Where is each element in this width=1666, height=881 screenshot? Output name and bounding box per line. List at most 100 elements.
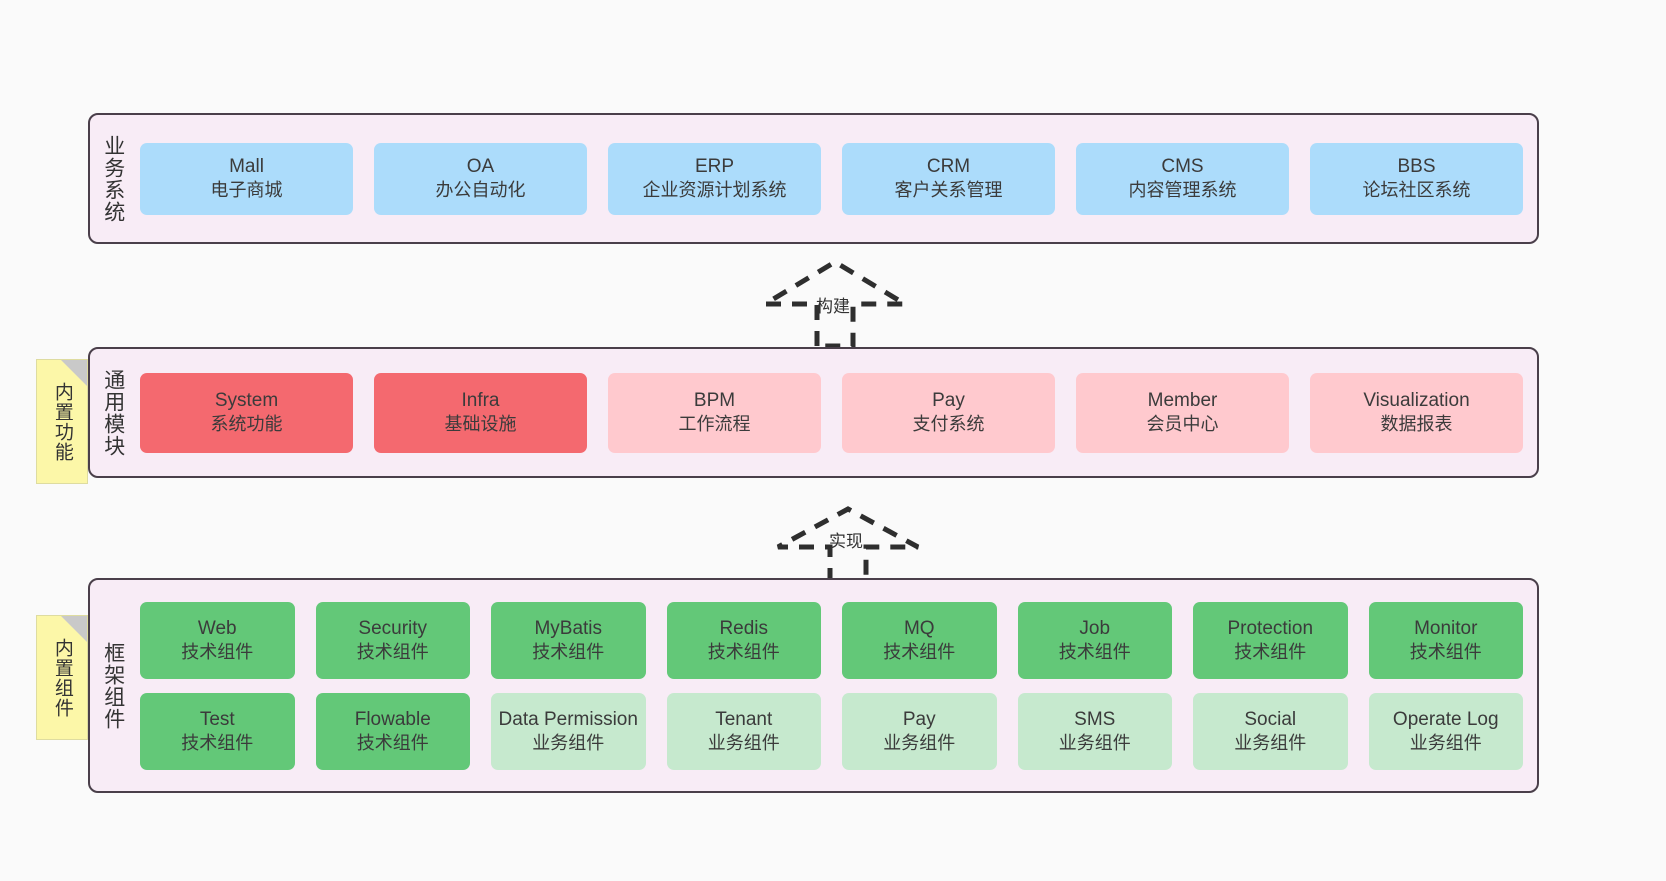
- node-bpm-title: BPM: [693, 390, 736, 412]
- node-mq[interactable]: MQ 技术组件: [842, 601, 997, 679]
- node-member-subtitle: 会员中心: [1146, 414, 1219, 435]
- node-bpm[interactable]: BPM 工作流程: [608, 372, 821, 453]
- note-builtin-functions: 内置功能: [36, 359, 88, 484]
- node-operate-log-subtitle: 业务组件: [1409, 732, 1482, 753]
- node-mall[interactable]: Mall 电子商城: [140, 142, 353, 215]
- node-system-title: System: [214, 390, 279, 412]
- note-builtin-functions-label: 内置功能: [51, 381, 73, 462]
- node-flowable-title: Flowable: [354, 708, 431, 730]
- node-member[interactable]: Member 会员中心: [1076, 372, 1289, 453]
- node-visualization[interactable]: Visualization 数据报表: [1310, 372, 1523, 453]
- node-sms[interactable]: SMS 业务组件: [1017, 692, 1172, 770]
- node-system-subtitle: 系统功能: [210, 414, 283, 435]
- node-crm-subtitle: 客户关系管理: [894, 180, 1003, 201]
- node-operate-log[interactable]: Operate Log 业务组件: [1368, 692, 1523, 770]
- node-social[interactable]: Social 业务组件: [1193, 692, 1348, 770]
- node-pay-module[interactable]: Pay 支付系统: [842, 372, 1055, 453]
- node-bbs[interactable]: BBS 论坛社区系统: [1310, 142, 1523, 215]
- layer-business-systems: 业务系统 Mall 电子商城 OA 办公自动化 ERP 企业资源计划系统 CRM…: [88, 113, 1539, 244]
- node-member-title: Member: [1147, 390, 1218, 412]
- node-protection[interactable]: Protection 技术组件: [1193, 601, 1348, 679]
- node-erp[interactable]: ERP 企业资源计划系统: [608, 142, 821, 215]
- node-pay-component-subtitle: 业务组件: [883, 732, 956, 753]
- node-cms-subtitle: 内容管理系统: [1128, 180, 1237, 201]
- node-social-subtitle: 业务组件: [1234, 732, 1307, 753]
- framework-components-row-business: Test 技术组件 Flowable 技术组件 Data Permission …: [140, 692, 1523, 770]
- node-web-subtitle: 技术组件: [181, 641, 254, 662]
- node-data-permission[interactable]: Data Permission 业务组件: [491, 692, 646, 770]
- node-bbs-title: BBS: [1397, 156, 1436, 178]
- arrow-implement-label: 实现: [829, 532, 863, 551]
- node-test-title: Test: [199, 708, 235, 730]
- node-flowable-subtitle: 技术组件: [356, 732, 429, 753]
- layer-business-systems-body: Mall 电子商城 OA 办公自动化 ERP 企业资源计划系统 CRM 客户关系…: [136, 115, 1537, 242]
- node-redis[interactable]: Redis 技术组件: [666, 601, 821, 679]
- node-visualization-subtitle: 数据报表: [1380, 414, 1453, 435]
- node-tenant-title: Tenant: [715, 708, 773, 730]
- node-pay-component-title: Pay: [902, 708, 936, 730]
- node-pay-module-title: Pay: [932, 390, 965, 412]
- node-mq-title: MQ: [903, 617, 935, 639]
- node-protection-subtitle: 技术组件: [1234, 641, 1307, 662]
- node-monitor-title: Monitor: [1414, 617, 1478, 639]
- node-mall-subtitle: 电子商城: [210, 180, 283, 201]
- layer-framework-components: 框架组件 Web 技术组件 Security 技术组件 MyBatis 技术组件…: [88, 578, 1539, 793]
- node-test[interactable]: Test 技术组件: [140, 692, 295, 770]
- node-social-title: Social: [1244, 708, 1297, 730]
- node-infra-title: Infra: [461, 390, 500, 412]
- node-mybatis[interactable]: MyBatis 技术组件: [491, 601, 646, 679]
- common-modules-row: System 系统功能 Infra 基础设施 BPM 工作流程 Pay 支付系统…: [140, 372, 1523, 453]
- framework-components-row-technical: Web 技术组件 Security 技术组件 MyBatis 技术组件 Redi…: [140, 601, 1523, 679]
- node-sms-subtitle: 业务组件: [1058, 732, 1131, 753]
- node-monitor-subtitle: 技术组件: [1409, 641, 1482, 662]
- node-data-permission-title: Data Permission: [498, 708, 638, 730]
- node-oa[interactable]: OA 办公自动化: [374, 142, 587, 215]
- node-cms-title: CMS: [1161, 156, 1204, 178]
- node-security-title: Security: [358, 617, 428, 639]
- arrow-build: 构建: [755, 258, 915, 349]
- business-systems-row: Mall 电子商城 OA 办公自动化 ERP 企业资源计划系统 CRM 客户关系…: [140, 142, 1523, 215]
- node-monitor[interactable]: Monitor 技术组件: [1368, 601, 1523, 679]
- node-bbs-subtitle: 论坛社区系统: [1362, 180, 1471, 201]
- node-tenant[interactable]: Tenant 业务组件: [666, 692, 821, 770]
- node-flowable[interactable]: Flowable 技术组件: [315, 692, 470, 770]
- node-infra-subtitle: 基础设施: [444, 414, 517, 435]
- node-infra[interactable]: Infra 基础设施: [374, 372, 587, 453]
- node-test-subtitle: 技术组件: [181, 732, 254, 753]
- node-security-subtitle: 技术组件: [356, 641, 429, 662]
- layer-framework-components-caption: 框架组件: [101, 641, 125, 730]
- arrow-implement: 实现: [768, 505, 928, 586]
- node-pay-component[interactable]: Pay 业务组件: [842, 692, 997, 770]
- layer-framework-components-body: Web 技术组件 Security 技术组件 MyBatis 技术组件 Redi…: [136, 580, 1537, 791]
- node-sms-title: SMS: [1074, 708, 1116, 730]
- node-system[interactable]: System 系统功能: [140, 372, 353, 453]
- node-mybatis-title: MyBatis: [534, 617, 603, 639]
- node-crm[interactable]: CRM 客户关系管理: [842, 142, 1055, 215]
- node-visualization-title: Visualization: [1363, 390, 1470, 412]
- node-redis-title: Redis: [719, 617, 769, 639]
- node-crm-title: CRM: [926, 156, 971, 178]
- node-web-title: Web: [197, 617, 237, 639]
- node-oa-title: OA: [466, 156, 495, 178]
- node-erp-subtitle: 企业资源计划系统: [642, 180, 787, 201]
- node-security[interactable]: Security 技术组件: [315, 601, 470, 679]
- node-cms[interactable]: CMS 内容管理系统: [1076, 142, 1289, 215]
- node-web[interactable]: Web 技术组件: [140, 601, 295, 679]
- layer-common-modules-caption: 通用模块: [101, 368, 125, 457]
- node-erp-title: ERP: [694, 156, 735, 178]
- node-operate-log-title: Operate Log: [1392, 708, 1499, 730]
- node-mq-subtitle: 技术组件: [883, 641, 956, 662]
- layer-common-modules: 通用模块 System 系统功能 Infra 基础设施 BPM 工作流程 Pay…: [88, 347, 1539, 478]
- node-mall-title: Mall: [229, 156, 264, 178]
- node-job-subtitle: 技术组件: [1058, 641, 1131, 662]
- node-data-permission-subtitle: 业务组件: [532, 732, 605, 753]
- node-job[interactable]: Job 技术组件: [1017, 601, 1172, 679]
- node-bpm-subtitle: 工作流程: [678, 414, 751, 435]
- node-pay-module-subtitle: 支付系统: [912, 414, 985, 435]
- node-mybatis-subtitle: 技术组件: [532, 641, 605, 662]
- note-builtin-components: 内置组件: [36, 615, 88, 740]
- layer-business-systems-caption: 业务系统: [101, 134, 125, 223]
- node-redis-subtitle: 技术组件: [707, 641, 780, 662]
- layer-common-modules-body: System 系统功能 Infra 基础设施 BPM 工作流程 Pay 支付系统…: [136, 349, 1537, 476]
